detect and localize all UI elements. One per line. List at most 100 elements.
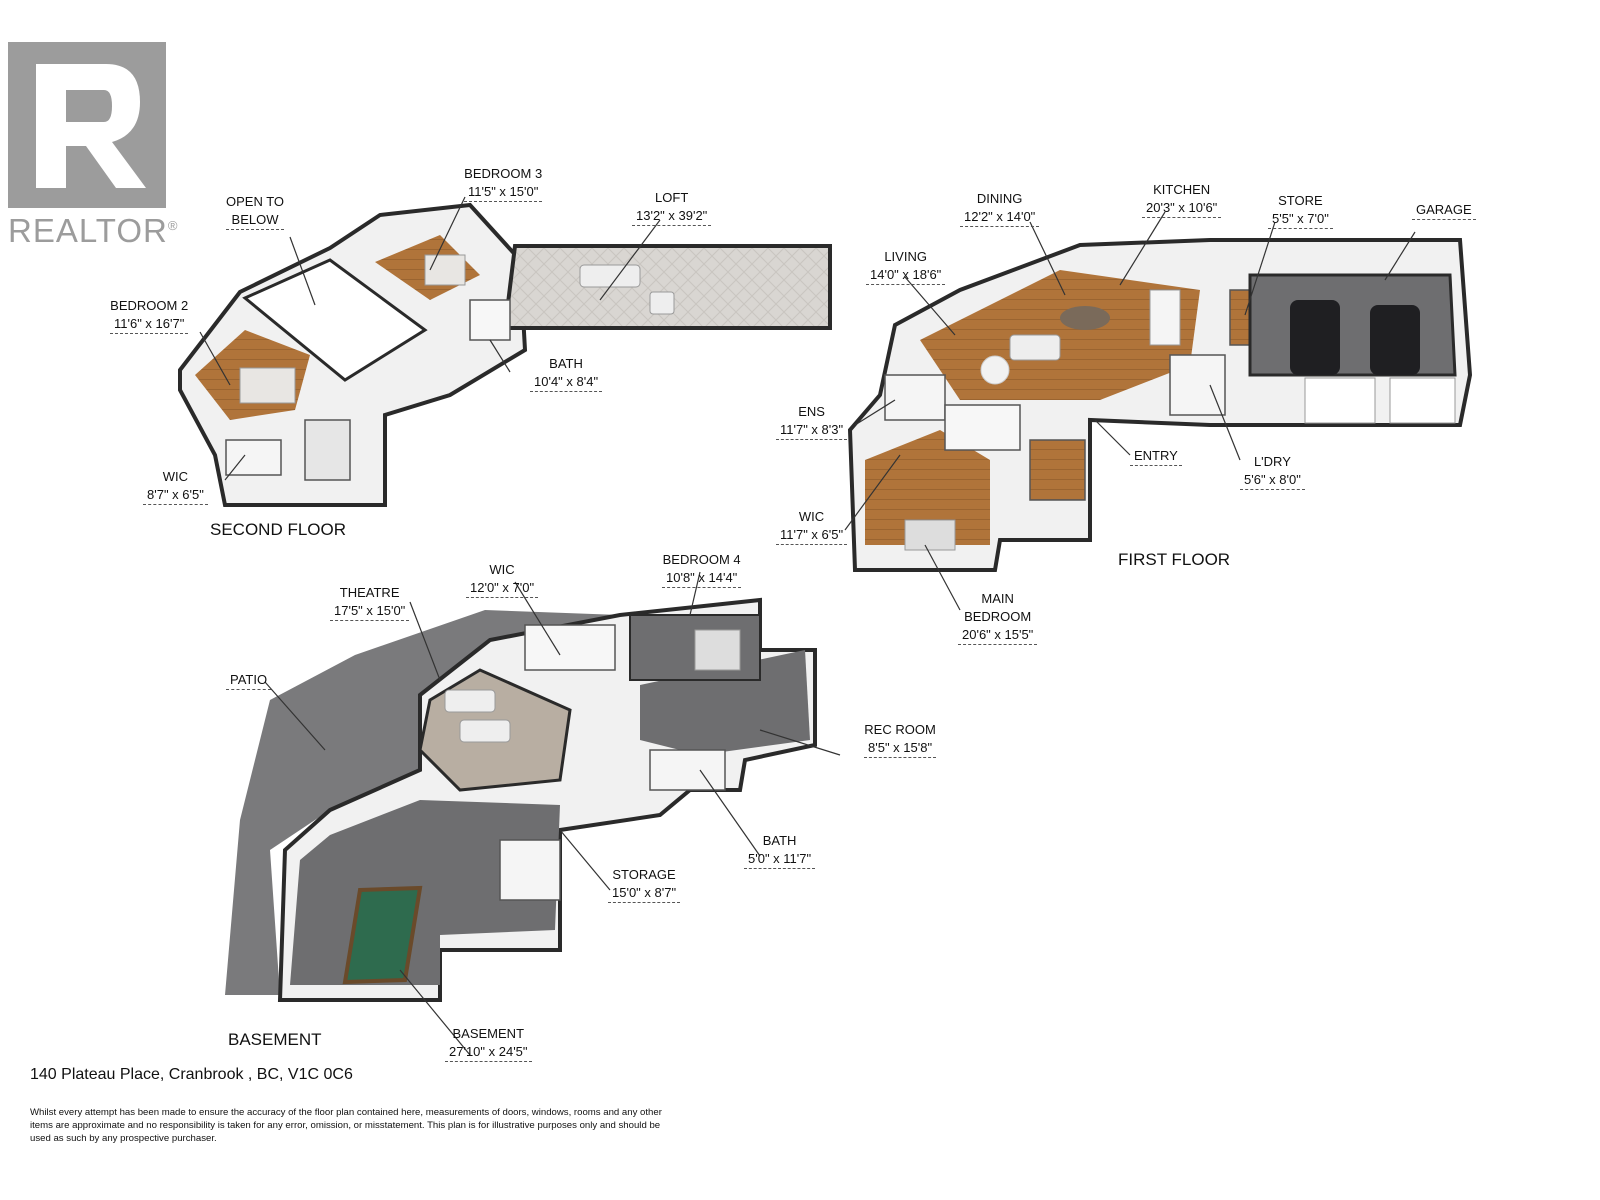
room-name: LIVING [884,249,927,264]
room-name: MAIN [981,591,1014,606]
pool-table [342,885,423,985]
garage-floor [1248,273,1457,377]
room-name: BELOW [226,211,285,230]
label-basement-room: BASEMENT 27'10" x 24'5" [445,1025,532,1062]
room-dimensions: 20'6" x 15'5" [958,626,1038,645]
realtor-logo [8,42,166,208]
room-name: OPEN TO [226,194,285,209]
room-name: PATIO [226,671,272,690]
label-wic-second: WIC 8'7" x 6'5" [143,468,208,505]
storage-area [499,839,561,901]
main-bed [904,519,956,551]
room-dimensions: 10'4" x 8'4" [530,373,603,392]
room-name: BEDROOM 3 [464,166,543,181]
laundry-area [1169,354,1226,416]
room-dimensions: 10'8" x 14'4" [662,569,742,588]
room-dimensions: 8'5" x 15'8" [864,739,937,758]
stair-second [304,419,351,481]
room-dimensions: 5'0" x 11'7" [744,850,816,869]
room-name: BEDROOM 4 [662,552,741,567]
bath-2-area [469,299,511,341]
room-name: REC ROOM [864,722,936,737]
label-rec-room: REC ROOM 8'5" x 15'8" [864,721,937,758]
room-dimensions: 11'6" x 16'7" [110,315,189,334]
label-dining: DINING 12'2" x 14'0" [960,190,1040,227]
room-name: WIC [798,509,825,524]
label-bath-basement: BATH 5'0" x 11'7" [744,832,816,869]
room-dimensions: 17'5" x 15'0" [330,602,410,621]
loft-sofa [579,264,641,288]
room-name: ENS [798,404,825,419]
ens-area [884,374,946,421]
label-open-to-below: OPEN TO BELOW [226,193,285,230]
label-bedroom-4: BEDROOM 4 10'8" x 14'4" [662,551,742,588]
room-name: STORE [1278,193,1323,208]
room-name: LOFT [655,190,689,205]
wic-1-area [944,404,1021,451]
room-name: WIC [489,562,515,577]
room-name: BATH [549,356,583,371]
room-name: WIC [162,469,189,484]
label-wic-basement: WIC 12'0" x 7'0" [466,561,539,598]
room-name: THEATRE [339,585,400,600]
room-dimensions: 5'5" x 7'0" [1268,210,1333,229]
label-bedroom-2: BEDROOM 2 11'6" x 16'7" [110,297,189,334]
label-storage: STORAGE 15'0" x 8'7" [608,866,681,903]
room-name: STORAGE [612,867,676,882]
first-floor-plan [847,238,1473,572]
room-dimensions: 11'5" x 15'0" [464,183,543,202]
room-name: L'DRY [1253,454,1291,469]
label-wic-first: WIC 11'7" x 6'5" [776,508,848,545]
floor-title-first: FIRST FLOOR [1118,550,1231,569]
label-kitchen: KITCHEN 20'3" x 10'6" [1142,181,1222,218]
room-name: BEDROOM [964,609,1032,624]
room-dimensions: 14'0" x 18'6" [866,266,946,285]
room-name: KITCHEN [1153,182,1211,197]
patio-area [225,610,620,995]
label-entry: ENTRY [1130,447,1182,466]
property-address: 140 Plateau Place, Cranbrook , BC, V1C 0… [30,1066,353,1083]
label-laundry: L'DRY 5'6" x 8'0" [1240,453,1305,490]
living-sofa [1009,334,1061,361]
floor-title-second: SECOND FLOOR [210,520,347,539]
logo-r-glyph [36,64,146,188]
garage-door-2 [1389,377,1456,424]
label-living: LIVING 14'0" x 18'6" [866,248,946,285]
leader-lines [199,196,1416,1056]
loft-chair [649,291,675,315]
label-theatre: THEATRE 17'5" x 15'0" [330,584,410,621]
bed-3 [424,254,466,286]
label-main-bedroom: MAIN BEDROOM 20'6" x 15'5" [958,590,1038,645]
garage-door-1 [1304,377,1376,424]
main-bedroom-floor [865,430,990,545]
room-dimensions: 20'3" x 10'6" [1142,199,1222,218]
room-dimensions: 11'7" x 8'3" [776,421,848,440]
wic-b-area [524,624,616,671]
room-name: BATH [762,833,797,848]
second-floor-plan [178,202,832,507]
label-ens: ENS 11'7" x 8'3" [776,403,848,440]
bed-4 [694,629,741,671]
wic-2-area [225,439,282,476]
open-to-below-area [242,258,428,382]
basement-plan [225,597,817,1002]
room-name: BASEMENT [452,1026,525,1041]
room-dimensions: 27'10" x 24'5" [445,1043,532,1062]
room-dimensions: 11'7" x 6'5" [776,526,848,545]
room-name: BEDROOM 2 [110,298,189,313]
theatre-sofa-1 [444,689,496,713]
kitchen-island [1149,289,1181,346]
room-dimensions: 8'7" x 6'5" [143,486,208,505]
theatre-sofa-2 [459,719,511,743]
disclaimer-text: Whilst every attempt has been made to en… [30,1107,662,1144]
room-name: ENTRY [1130,447,1182,466]
label-loft: LOFT 13'2" x 39'2" [632,189,712,226]
entry-area [1029,439,1086,501]
room-dimensions: 5'6" x 8'0" [1240,471,1305,490]
floor-title-basement: BASEMENT [228,1030,322,1049]
dining-table [1060,306,1110,330]
loft-block [502,244,832,330]
bath-b-area [649,749,726,791]
garage-car-2 [1370,305,1420,375]
